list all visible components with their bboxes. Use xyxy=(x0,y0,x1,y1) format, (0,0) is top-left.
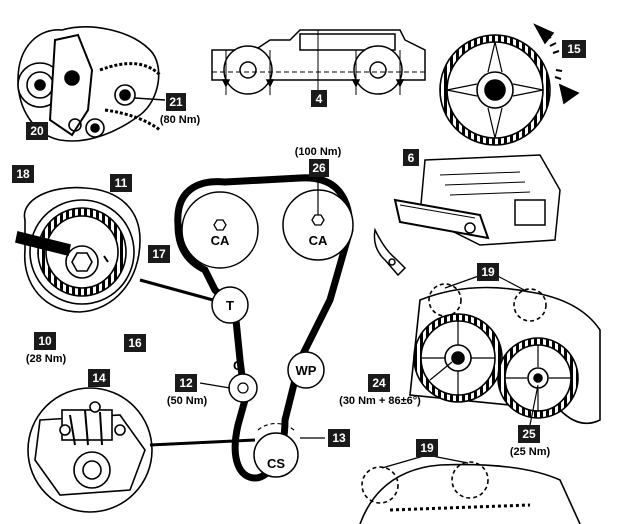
crank-locking-illustration xyxy=(27,387,153,513)
label-crank: CS xyxy=(267,456,285,471)
callout-25: 25 xyxy=(522,427,536,441)
callout-14: 14 xyxy=(92,371,106,385)
label-guide: G xyxy=(233,358,243,373)
torque-25: (25 Nm) xyxy=(510,446,551,458)
torque-10: (28 Nm) xyxy=(26,353,67,365)
camshaft-alignment-illustration xyxy=(211,29,426,95)
callout-10: 10 xyxy=(38,334,52,348)
callout-4: 4 xyxy=(316,92,323,106)
cam-sprocket-illustration xyxy=(439,23,580,146)
bottom-sprocket-illustration xyxy=(359,454,581,524)
torque-24: (30 Nm + 86±6°) xyxy=(339,395,421,407)
label-ca-left: CA xyxy=(211,233,230,248)
callout-16: 16 xyxy=(128,336,142,350)
pulley-water-pump xyxy=(287,351,325,389)
label-ca-right: CA xyxy=(309,233,328,248)
belt-layout xyxy=(139,174,354,482)
crank-pulley-illustration xyxy=(15,186,141,313)
callout-21: 21 xyxy=(169,95,183,109)
callout-18: 18 xyxy=(16,167,30,181)
locking-tool-illustration xyxy=(373,154,561,277)
torque-21: (80 Nm) xyxy=(160,114,201,126)
pulley-tensioner xyxy=(211,286,249,324)
callout-24: 24 xyxy=(372,376,386,390)
callout-11: 11 xyxy=(115,176,128,190)
callout-6: 6 xyxy=(408,151,415,165)
callout-17: 17 xyxy=(152,247,166,261)
dual-sprocket-illustration xyxy=(409,271,601,426)
callout-12: 12 xyxy=(179,376,193,390)
callout-13: 13 xyxy=(332,431,346,445)
torque-12: (50 Nm) xyxy=(167,395,208,407)
pulley-crank xyxy=(253,432,299,478)
pulley-guide xyxy=(228,373,258,403)
callout-19-lower: 19 xyxy=(420,441,434,455)
callout-20: 20 xyxy=(30,124,44,138)
top-left-tensioner-illustration xyxy=(17,26,166,142)
label-water-pump: WP xyxy=(296,363,317,378)
torque-26: (100 Nm) xyxy=(295,146,342,158)
callout-19-upper: 19 xyxy=(481,265,495,279)
label-tensioner: T xyxy=(226,298,234,313)
callout-26: 26 xyxy=(312,161,326,175)
callout-15: 15 xyxy=(567,42,581,56)
